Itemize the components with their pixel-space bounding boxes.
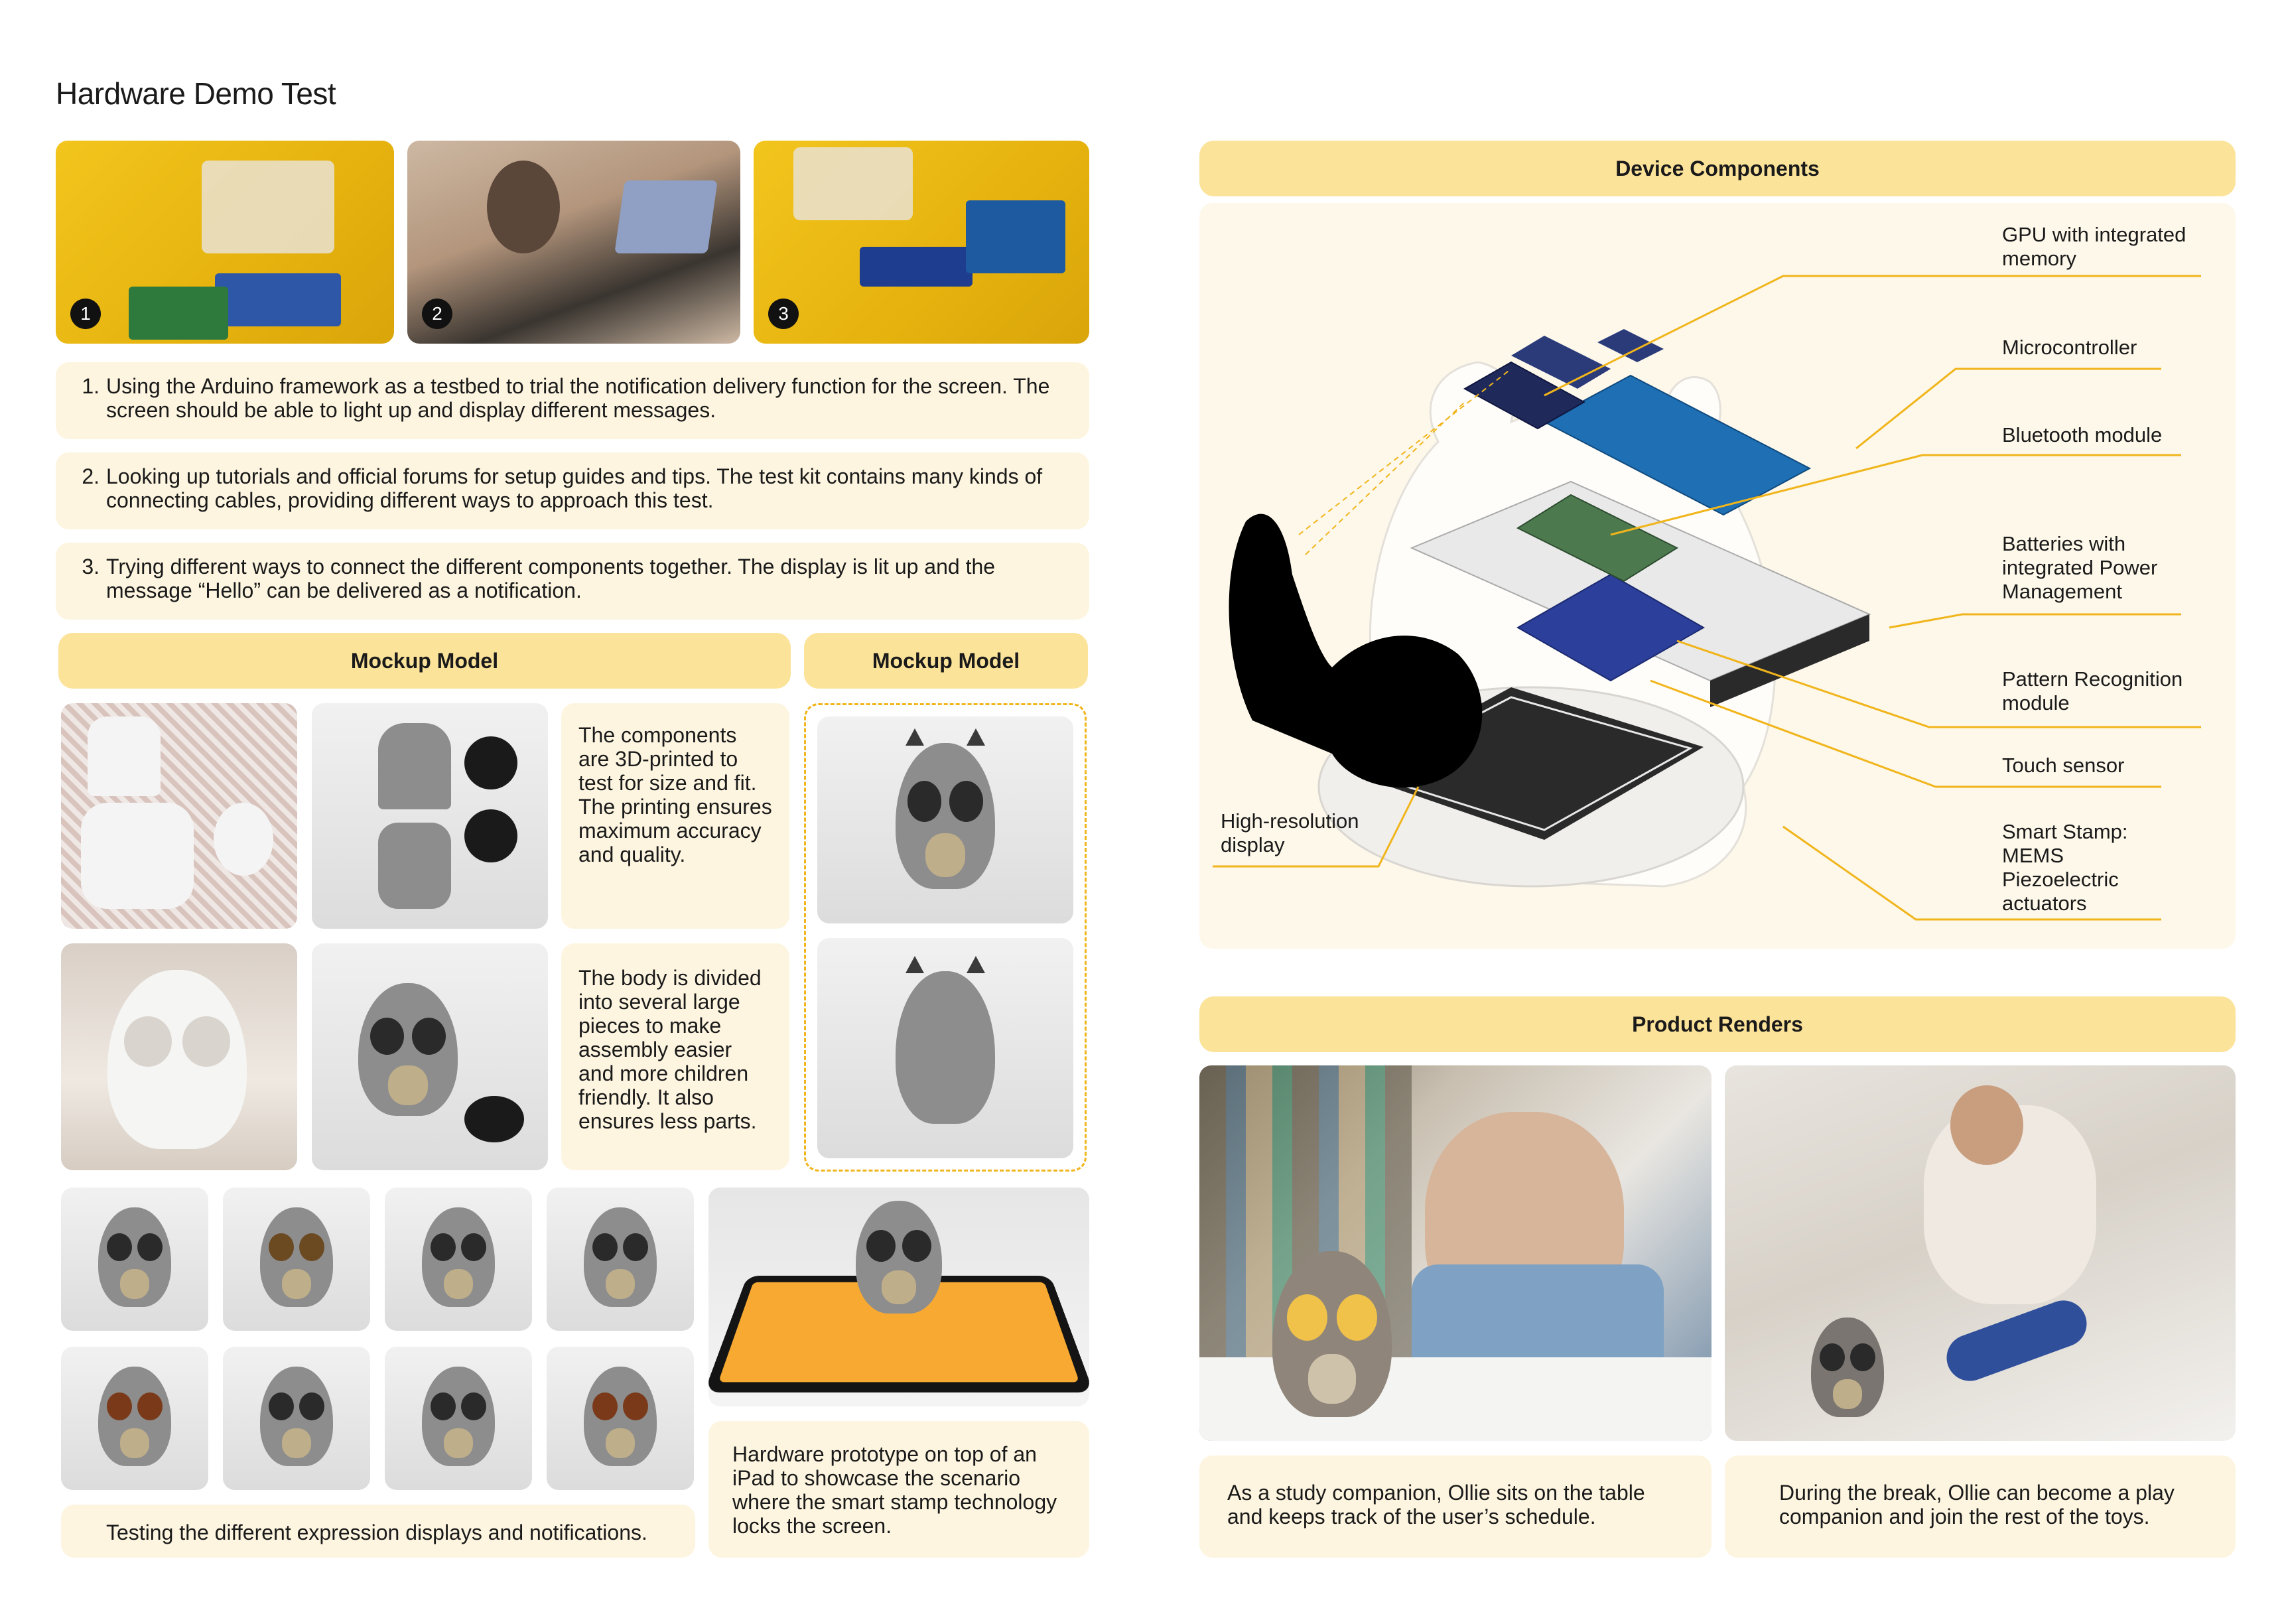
step-number-badge: 2 bbox=[422, 299, 452, 329]
expressions-caption: Testing the different expression display… bbox=[106, 1521, 647, 1544]
leader-stamp bbox=[1782, 825, 2161, 921]
pattern-recognition-board bbox=[1516, 573, 1706, 682]
expression-photo bbox=[385, 1187, 532, 1331]
step-number: 3. bbox=[82, 555, 100, 578]
step-text: Using the Arduino framework as a testbed… bbox=[106, 374, 1050, 422]
step-card: 1.Using the Arduino framework as a testb… bbox=[56, 362, 1089, 439]
play-caption: During the break, Ollie can become a pla… bbox=[1779, 1481, 2175, 1528]
play-caption-card: During the break, Ollie can become a pla… bbox=[1725, 1455, 2236, 1558]
leader-batt bbox=[1889, 613, 2181, 629]
white-owl-body-photo bbox=[61, 943, 297, 1170]
expression-photo bbox=[61, 1347, 208, 1490]
mockup-description: The components are 3D-printed to test fo… bbox=[578, 723, 772, 866]
leader-pattern bbox=[1676, 640, 2201, 728]
mockup-text-card: The components are 3D-printed to test fo… bbox=[561, 703, 789, 929]
study-caption-card: As a study companion, Ollie sits on the … bbox=[1199, 1455, 1712, 1558]
leader-gpu bbox=[1544, 275, 2201, 397]
step-number: 1. bbox=[82, 374, 100, 398]
leader-display bbox=[1213, 786, 1420, 868]
product-renders-header: Product Renders bbox=[1199, 996, 2236, 1052]
label-touch-sensor: Touch sensor bbox=[2002, 754, 2125, 777]
person-testing-photo: 2 bbox=[407, 141, 740, 344]
owl-front-view-photo bbox=[817, 716, 1073, 923]
expression-photo bbox=[61, 1187, 208, 1331]
smart-stamp-chip bbox=[1352, 687, 1704, 840]
expression-photo bbox=[223, 1347, 370, 1490]
microcontroller-board bbox=[1542, 374, 1812, 516]
label-batteries: Batteries with integrated Power Manageme… bbox=[2002, 532, 2158, 603]
step-card: 3. Trying different ways to connect the d… bbox=[56, 543, 1089, 620]
bluetooth-board bbox=[1516, 494, 1679, 582]
label-display: High-resolution display bbox=[1221, 809, 1359, 856]
mockup-model-header: Mockup Model bbox=[58, 633, 791, 689]
step-text: Looking up tutorials and official forums… bbox=[106, 464, 1043, 512]
mockup-text-card: The body is divided into several large p… bbox=[561, 943, 789, 1170]
mockup-model-header: Mockup Model bbox=[804, 633, 1088, 689]
leader-bt bbox=[1610, 454, 2181, 536]
play-companion-render bbox=[1725, 1065, 2236, 1441]
owl-back-view-photo bbox=[817, 938, 1073, 1158]
label-pattern-recognition: Pattern Recognition module bbox=[2002, 667, 2183, 714]
step-number-badge: 3 bbox=[768, 299, 799, 329]
printed-parts-photo bbox=[61, 703, 297, 929]
label-bluetooth: Bluetooth module bbox=[2002, 423, 2163, 446]
assembly-hand-photo bbox=[312, 943, 548, 1170]
ipad-prototype-photo bbox=[708, 1187, 1089, 1406]
expression-photo bbox=[385, 1347, 532, 1490]
step-number: 2. bbox=[82, 464, 100, 488]
exploded-view-diagram bbox=[1213, 275, 2201, 921]
page-title: Hardware Demo Test bbox=[56, 76, 336, 111]
study-companion-render bbox=[1199, 1065, 1712, 1441]
arduino-kit-photo: 1 bbox=[56, 141, 394, 344]
expressions-caption-card: Testing the different expression display… bbox=[61, 1505, 695, 1558]
expression-photo bbox=[223, 1187, 370, 1331]
device-components-header: Device Components bbox=[1199, 141, 2236, 196]
ipad-caption-card: Hardware prototype on top of an iPad to … bbox=[708, 1421, 1089, 1558]
study-caption: As a study companion, Ollie sits on the … bbox=[1227, 1481, 1645, 1528]
leader-micro bbox=[1855, 368, 2161, 450]
display-shape bbox=[1229, 513, 1483, 788]
leader-touch bbox=[1650, 679, 2161, 788]
label-microcontroller: Microcontroller bbox=[2002, 336, 2137, 359]
painted-parts-photo bbox=[312, 703, 548, 929]
step-number-badge: 1 bbox=[70, 299, 101, 329]
label-gpu: GPU with integrated memory bbox=[2002, 223, 2186, 270]
mockup-description: The body is divided into several large p… bbox=[578, 966, 762, 1133]
ipad-caption: Hardware prototype on top of an iPad to … bbox=[732, 1442, 1057, 1538]
expression-photo bbox=[547, 1187, 694, 1331]
hello-display-photo: 3 bbox=[754, 141, 1089, 344]
mockup-dashed-frame bbox=[804, 703, 1087, 1172]
expression-photo bbox=[547, 1347, 694, 1490]
gpu-chip bbox=[1463, 361, 1586, 430]
step-card: 2.Looking up tutorials and official foru… bbox=[56, 452, 1089, 529]
step-text: Trying different ways to connect the dif… bbox=[106, 555, 996, 602]
label-smart-stamp: Smart Stamp: MEMS Piezoelectric actuator… bbox=[2002, 820, 2128, 915]
